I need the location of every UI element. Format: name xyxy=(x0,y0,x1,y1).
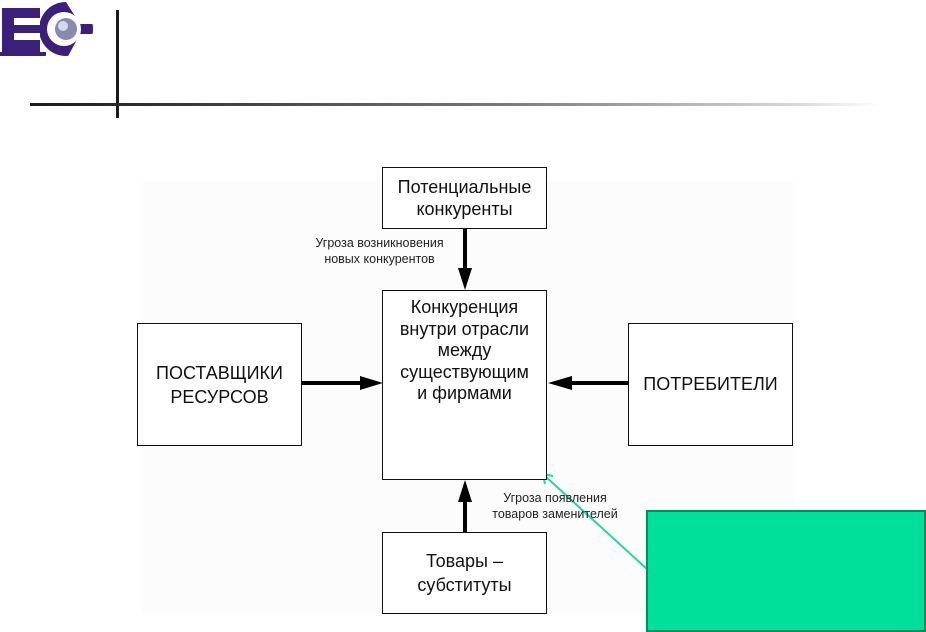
node-industry-rivalry: Конкуренция внутри отрасли между существ… xyxy=(382,290,547,480)
node-suppliers: ПОСТАВЩИКИ РЕСУРСОВ xyxy=(137,323,302,446)
arrow-buyers xyxy=(548,376,628,390)
arrow-entry-threat xyxy=(458,229,472,290)
node-potential-competitors: Потенциальные конкуренты xyxy=(382,167,547,229)
node-substitutes: Товары – субституты xyxy=(382,532,547,614)
label-entry-threat: Угроза возникновения новых конкурентов xyxy=(315,236,444,266)
header-horizontal-rule xyxy=(30,103,880,106)
header-vertical-rule xyxy=(116,10,119,118)
callout-pointer xyxy=(541,472,649,571)
arrow-substitutes xyxy=(458,480,472,532)
node-buyers: ПОТРЕБИТЕЛИ xyxy=(628,323,793,446)
arrow-suppliers xyxy=(302,376,383,390)
ec-logo xyxy=(0,2,100,60)
label-substitute-threat: Угроза появления товаров заменителей xyxy=(492,491,618,521)
callout-box xyxy=(646,510,926,632)
